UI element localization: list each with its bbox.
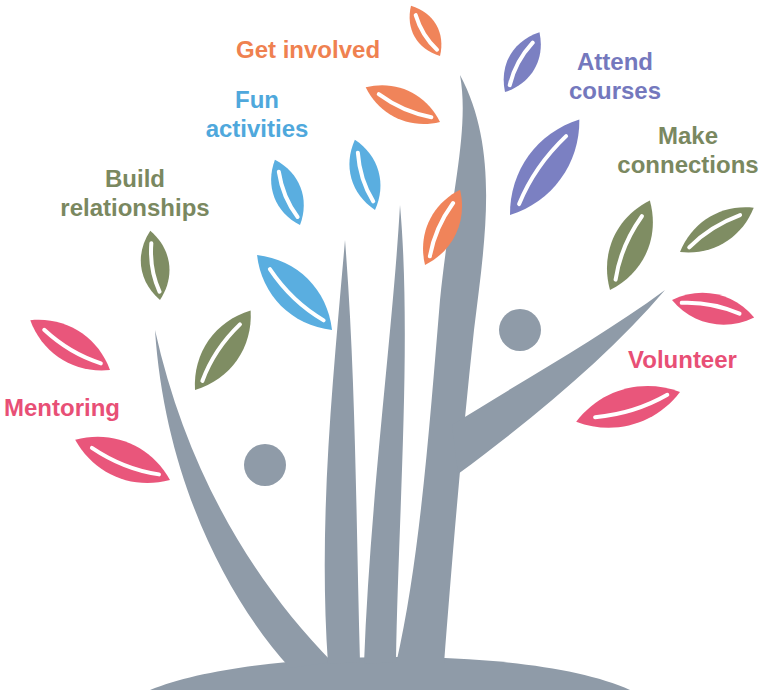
stem <box>325 240 360 664</box>
leaf <box>669 285 757 332</box>
leaves <box>22 0 762 497</box>
leaf <box>359 74 446 136</box>
branch-label: Make connections <box>613 122 763 180</box>
leaf <box>571 375 685 440</box>
leaf <box>493 25 552 99</box>
leaf <box>494 108 595 227</box>
branch-label: Get involved <box>236 36 380 65</box>
leaf <box>136 229 174 302</box>
person-head <box>244 444 286 486</box>
leaf <box>412 184 474 272</box>
leaf <box>22 306 119 384</box>
person-head <box>499 309 541 351</box>
branch-label: Volunteer <box>628 346 737 375</box>
main-stem <box>396 75 486 664</box>
stem <box>364 205 405 664</box>
leaf <box>68 423 177 497</box>
leaf <box>672 195 761 265</box>
leaf <box>181 301 265 400</box>
tree-trunk <box>150 75 665 690</box>
leaf <box>593 193 666 297</box>
left-branch <box>155 330 332 668</box>
leaf <box>341 136 388 214</box>
branch-label: Build relationships <box>55 165 215 223</box>
branch-label: Fun activities <box>197 86 317 144</box>
leaf <box>262 155 313 230</box>
leaf <box>244 242 346 344</box>
branch-label: Attend courses <box>560 48 670 106</box>
leaf <box>400 0 450 62</box>
branch-label: Mentoring <box>4 394 120 423</box>
right-arm <box>452 290 665 474</box>
